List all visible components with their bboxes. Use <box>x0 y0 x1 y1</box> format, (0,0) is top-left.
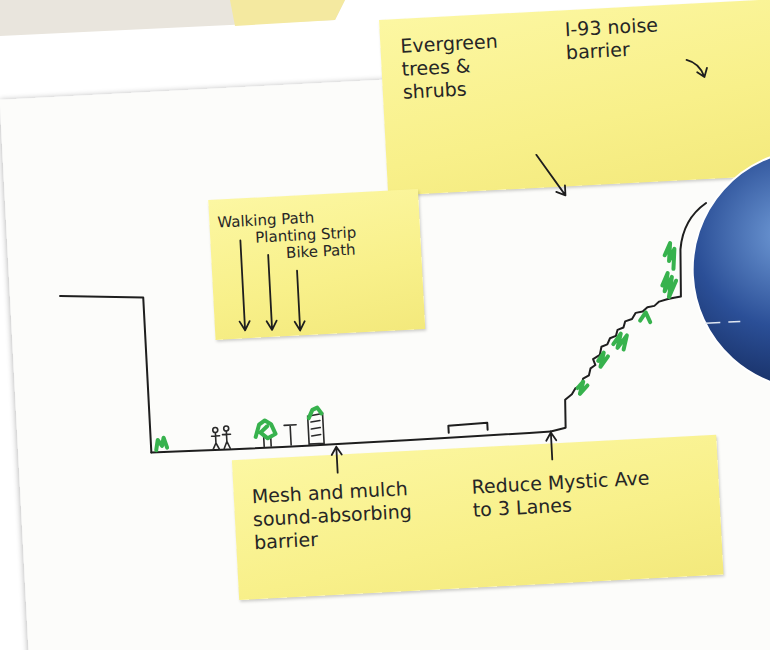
tree-trunk <box>264 434 272 446</box>
sticky-note: Walking PathPlanting StripBike Path <box>208 189 425 340</box>
shrub <box>598 352 609 367</box>
leader-arrow <box>263 255 277 330</box>
leader-arrow <box>546 432 557 459</box>
building-edge <box>60 292 151 457</box>
hillside-and-barrier <box>539 203 717 431</box>
note-text: Mesh and mulch sound-absorbing barrier <box>251 476 434 554</box>
leader-arrow <box>687 59 708 78</box>
shrub <box>613 333 628 350</box>
note-text: Reduce Mystic Ave to 3 Lanes <box>471 466 653 521</box>
shrub <box>577 381 588 394</box>
inset-mark <box>705 321 740 323</box>
person <box>224 426 229 431</box>
bush <box>156 438 168 451</box>
bench <box>448 423 487 433</box>
tree-canopy <box>255 420 276 439</box>
back-paper <box>0 0 345 36</box>
evergreen <box>664 243 675 269</box>
note-text: I-93 noise barrier <box>564 11 696 63</box>
shrub <box>640 312 651 323</box>
inset-photo <box>687 143 770 395</box>
planter <box>308 413 325 444</box>
path-figures <box>211 413 324 449</box>
leader-arrow <box>331 446 342 472</box>
leader-arrow <box>536 153 565 196</box>
leader-arrows <box>227 59 727 478</box>
leader-arrow <box>235 240 250 330</box>
person <box>222 431 231 448</box>
sticky-note: Evergreen trees & shrubs I-93 noise barri… <box>379 0 770 196</box>
back-note <box>230 0 345 26</box>
leader-arrow <box>292 270 305 330</box>
person <box>211 433 220 449</box>
note-text: Evergreen trees & shrubs <box>400 29 523 104</box>
evergreen <box>662 273 677 298</box>
sign-post <box>284 425 297 446</box>
person <box>213 427 218 432</box>
planter-greens <box>308 407 322 418</box>
sticky-note: Mesh and mulch sound-absorbing barrier Re… <box>232 435 724 600</box>
